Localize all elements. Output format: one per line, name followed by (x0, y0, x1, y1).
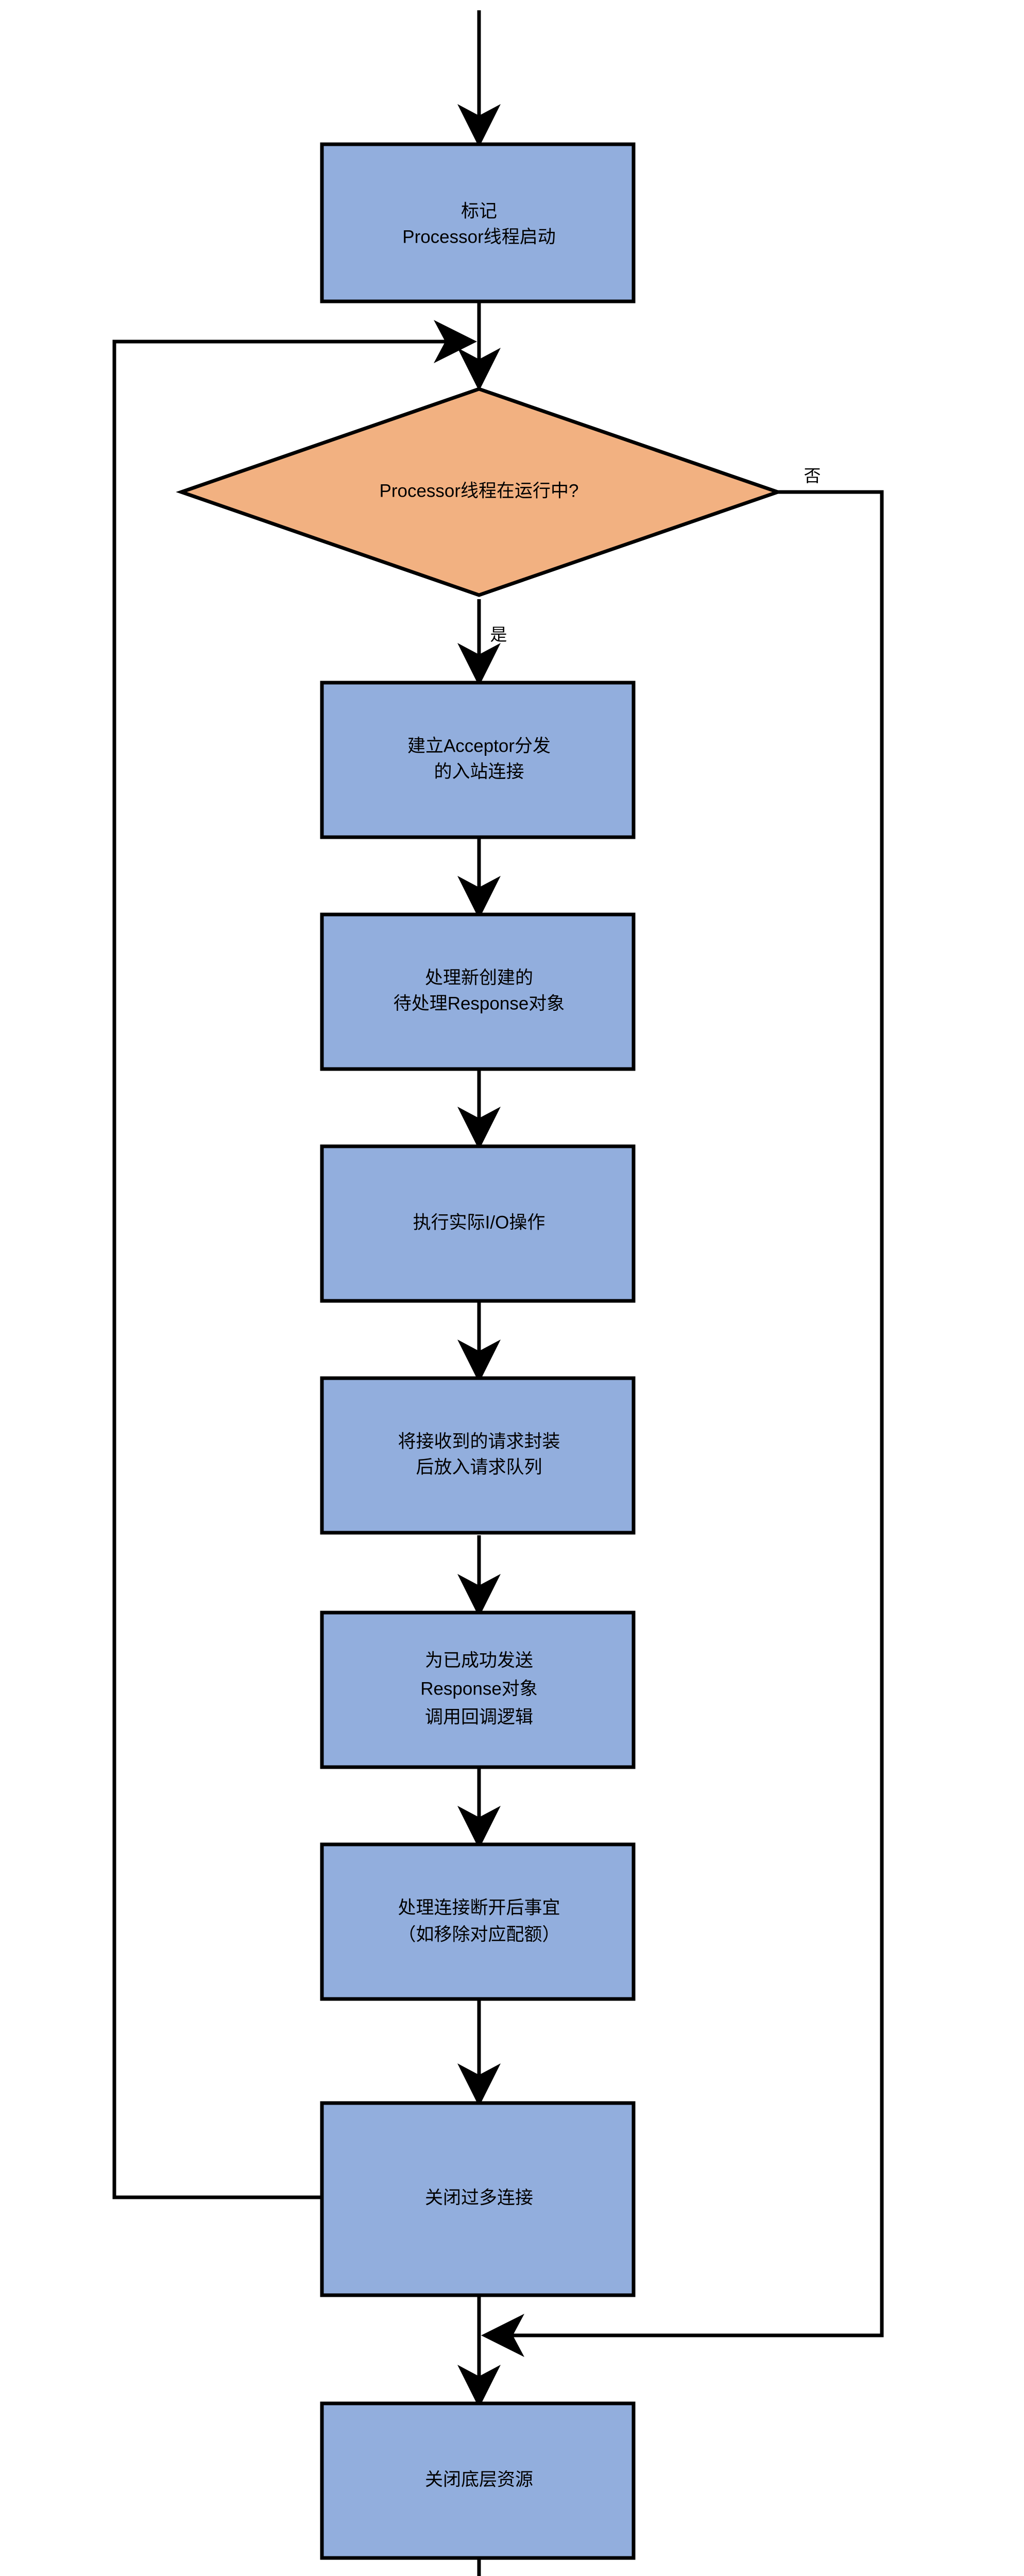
node-label-line-1: 将接收到的请求封装 (398, 1431, 560, 1451)
node-shape-rect (320, 2401, 636, 2560)
edge-label-yes: 是 (490, 625, 507, 644)
node-label-line-1: 关闭底层资源 (425, 2469, 533, 2489)
edge-label-no: 否 (804, 466, 821, 485)
node-label-line-1: 建立Acceptor分发 (407, 736, 551, 756)
node-shape-rect (320, 1842, 636, 2001)
node-shape-diamond (176, 387, 783, 597)
node-label-line-2: （如移除对应配额） (398, 1924, 560, 1944)
node-label-line-3: 调用回调逻辑 (425, 1707, 533, 1727)
connectors (112, 10, 884, 2576)
node-label-line-2: 待处理Response对象 (394, 993, 565, 1013)
node-close-underlying-resources[interactable]: 关闭底层资源 (320, 2401, 636, 2560)
edge-n9-to-n2-loopback (112, 320, 477, 2199)
node-shape-rect (320, 2101, 636, 2297)
node-establish-acceptor-inbound-connection[interactable]: 建立Acceptor分发 的入站连接 (320, 681, 636, 839)
node-decision-processor-thread-running[interactable]: Processor线程在运行中? (176, 387, 783, 597)
node-process-new-pending-response[interactable]: 处理新创建的 待处理Response对象 (320, 912, 636, 1071)
node-label-line-1: 执行实际I/O操作 (413, 1212, 545, 1232)
edge-n2-to-n10-no (481, 490, 884, 2357)
node-label-line-2: Response对象 (420, 1679, 538, 1699)
node-shape-rect (320, 142, 636, 303)
node-wrap-request-into-queue[interactable]: 将接收到的请求封装 后放入请求队列 (320, 1376, 636, 1535)
node-label-line-2: 的入站连接 (434, 761, 524, 782)
node-shape-rect (320, 1376, 636, 1535)
node-label-line-1: 处理新创建的 (425, 968, 533, 988)
node-shape-rect (320, 1611, 636, 1769)
node-label-line-1: 标记 (461, 201, 497, 221)
node-close-excess-connections[interactable]: 关闭过多连接 (320, 2101, 636, 2297)
node-label-line-1: 处理连接断开后事宜 (398, 1897, 560, 1918)
node-shape-rect (320, 912, 636, 1071)
node-label-line-2: Processor线程启动 (402, 227, 556, 247)
node-perform-actual-io[interactable]: 执行实际I/O操作 (320, 1144, 636, 1303)
node-label-line-1: 关闭过多连接 (425, 2188, 533, 2208)
node-invoke-callback-for-sent-response[interactable]: 为已成功发送 Response对象 调用回调逻辑 (320, 1611, 636, 1769)
node-label-line-1: 为已成功发送 (425, 1650, 533, 1670)
node-label-line-1: Processor线程在运行中? (379, 481, 578, 501)
node-handle-disconnect-aftermath[interactable]: 处理连接断开后事宜 （如移除对应配额） (320, 1842, 636, 2001)
node-mark-processor-thread-start[interactable]: 标记 Processor线程启动 (320, 142, 636, 303)
node-label-line-2: 后放入请求队列 (416, 1457, 542, 1477)
node-shape-rect (320, 681, 636, 839)
node-shape-rect (320, 1144, 636, 1303)
